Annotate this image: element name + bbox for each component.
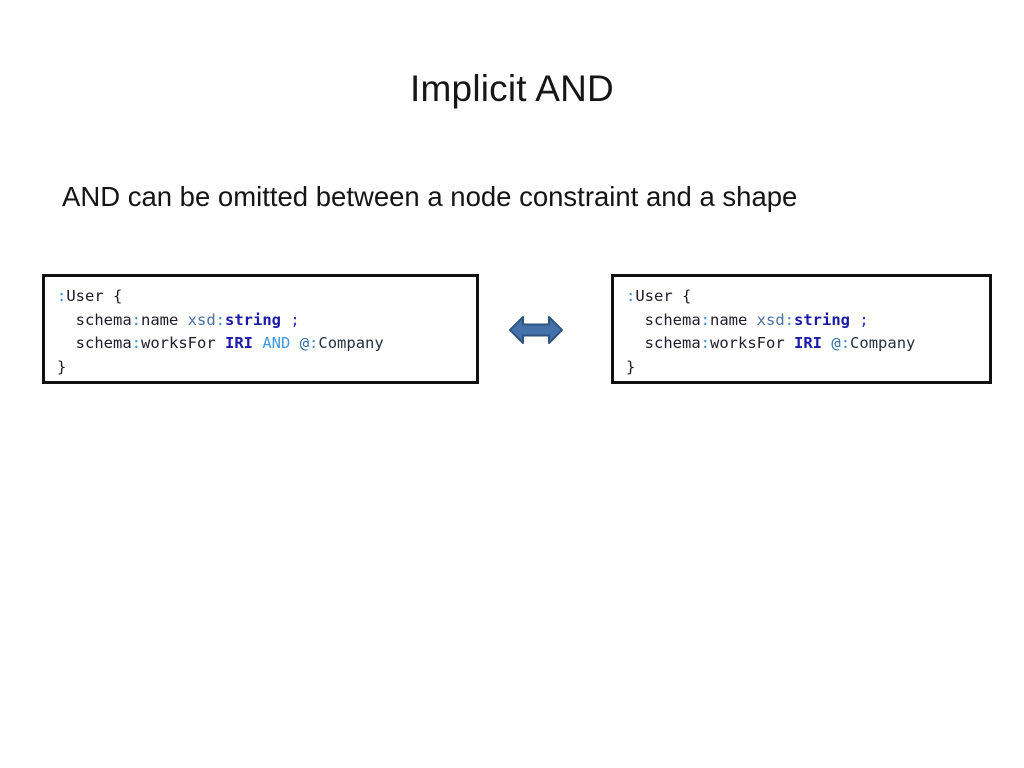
code-token-punct: : <box>626 287 636 305</box>
code-token-semi: ; <box>859 310 869 329</box>
code-token-name <box>216 334 225 352</box>
code-token-name: User <box>635 287 673 305</box>
code-token-name: worksFor <box>710 334 785 352</box>
code-token-name <box>290 334 299 352</box>
code-line: :User { <box>626 285 979 309</box>
code-token-name <box>281 311 290 329</box>
code-line: :User { <box>57 285 466 309</box>
code-token-name: worksFor <box>141 334 216 352</box>
code-token-punct: : <box>131 334 141 352</box>
code-token-kw: IRI <box>225 334 253 352</box>
code-token-punct: : <box>131 310 141 329</box>
code-token-prefix: xsd <box>756 310 785 329</box>
code-token-and: AND <box>262 334 291 352</box>
code-token-prefix: xsd <box>187 310 216 329</box>
code-block-explicit-and: :User {schema:name xsd:string ;schema:wo… <box>42 274 479 384</box>
code-token-punct: : <box>840 334 851 352</box>
code-token-brace: { <box>103 287 123 305</box>
code-token-punct: : <box>309 334 319 352</box>
code-token-name: schema <box>644 334 701 352</box>
code-token-brace: { <box>672 287 692 305</box>
code-token-name: schema <box>75 334 132 352</box>
code-token-punct: : <box>57 287 67 305</box>
code-token-name <box>747 311 756 329</box>
code-token-name <box>822 334 831 352</box>
code-token-ref: @ <box>299 334 310 352</box>
code-token-name: schema <box>75 310 132 329</box>
code-token-name: name <box>710 310 748 329</box>
code-token-brace: } <box>57 357 67 376</box>
code-line: schema:worksFor IRI AND @:Company <box>57 332 466 356</box>
code-line: } <box>626 356 979 380</box>
code-token-name <box>785 334 794 352</box>
code-block-implicit-and: :User {schema:name xsd:string ;schema:wo… <box>611 274 992 384</box>
code-token-punct: : <box>215 310 226 329</box>
code-token-brace: } <box>626 357 636 376</box>
code-token-refname: Company <box>850 334 916 352</box>
code-token-punct: : <box>700 334 710 352</box>
code-token-type: string <box>794 310 851 329</box>
code-token-name: name <box>141 310 179 329</box>
slide-subtitle: AND can be omitted between a node constr… <box>62 181 798 212</box>
code-line: schema:name xsd:string ; <box>57 309 466 333</box>
code-token-name <box>178 311 187 329</box>
code-token-name <box>253 334 262 352</box>
code-token-name: schema <box>644 310 701 329</box>
code-line: schema:worksFor IRI @:Company <box>626 332 979 356</box>
code-token-name <box>850 311 859 329</box>
code-token-kw: IRI <box>794 334 822 352</box>
code-token-ref: @ <box>831 334 841 352</box>
code-token-name: User <box>66 287 104 305</box>
code-line: schema:name xsd:string ; <box>626 309 979 333</box>
code-token-type: string <box>225 310 282 329</box>
code-token-punct: : <box>700 310 710 329</box>
code-token-punct: : <box>784 310 795 329</box>
page-title: Implicit AND <box>410 68 614 109</box>
code-token-semi: ; <box>290 310 300 329</box>
double-headed-horizontal-arrow-icon <box>508 310 564 350</box>
code-line: } <box>57 356 466 380</box>
code-token-refname: Company <box>318 334 384 352</box>
